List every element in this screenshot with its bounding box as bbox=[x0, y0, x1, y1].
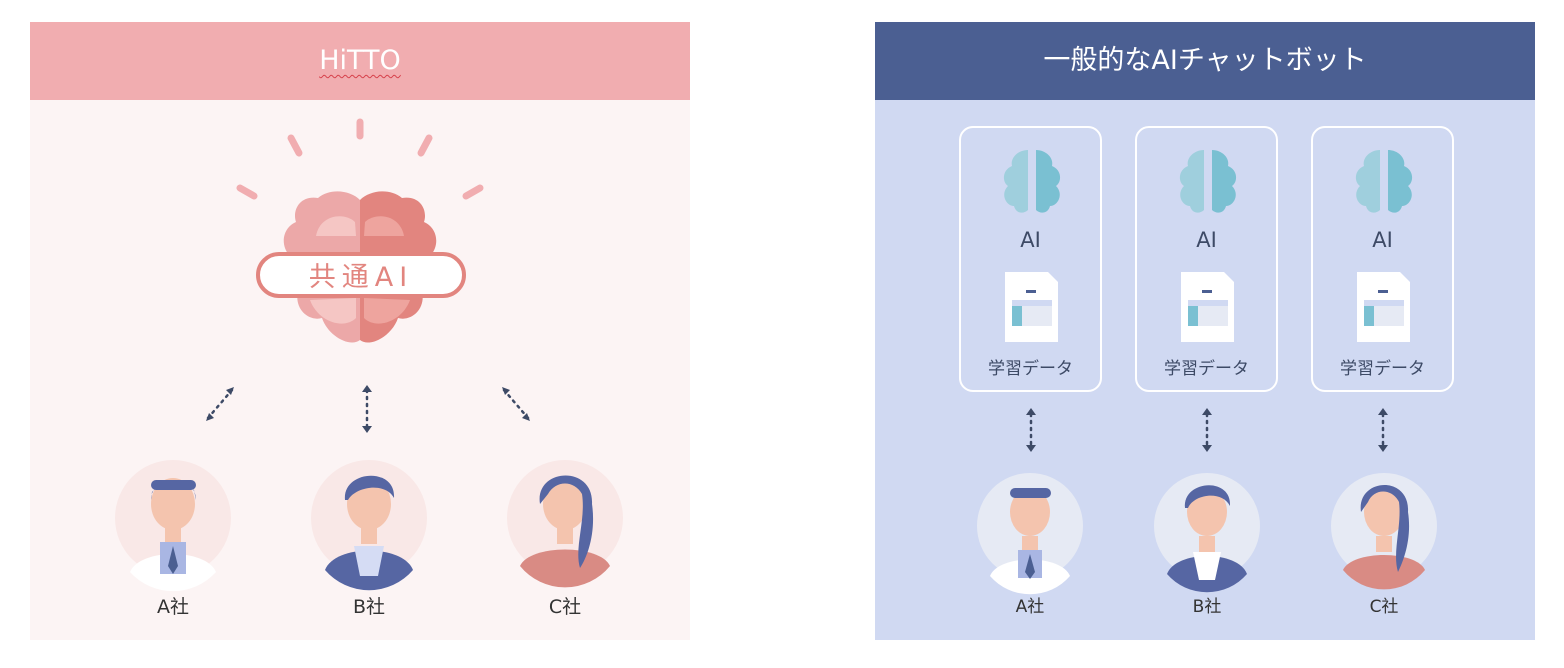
brain-icon bbox=[1180, 150, 1236, 213]
brain-icon bbox=[1356, 150, 1412, 213]
company-label-a: A社 bbox=[990, 592, 1070, 617]
company-label-b: B社 bbox=[1167, 592, 1247, 617]
brain-icon bbox=[1004, 150, 1060, 213]
person-avatar-icon bbox=[1331, 473, 1437, 589]
document-icon bbox=[1357, 272, 1410, 342]
company-label-c: C社 bbox=[1344, 592, 1424, 617]
person-avatar-icon bbox=[1154, 473, 1260, 592]
document-icon bbox=[1005, 272, 1058, 342]
document-icon bbox=[1181, 272, 1234, 342]
person-avatar-icon bbox=[977, 473, 1083, 594]
dotted-arrow-icon bbox=[1031, 414, 1383, 446]
